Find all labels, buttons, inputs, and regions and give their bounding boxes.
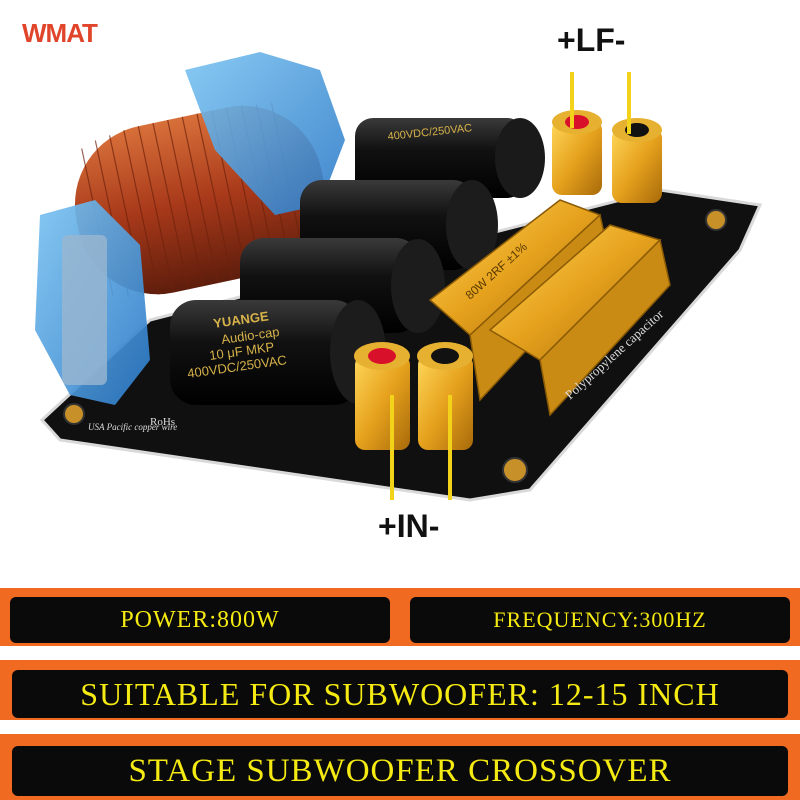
output-terminal-positive [552,110,602,195]
product-title: STAGE SUBWOOFER CROSSOVER [12,746,788,796]
input-terminal-label: +IN- [378,508,440,544]
input-terminal-positive [354,342,410,450]
brand-logo: WMAT [22,18,98,48]
spec-panel: POWER:800W FREQUENCY:300HZ SUITABLE FOR … [0,580,800,800]
suitable-spec: SUITABLE FOR SUBWOOFER: 12-15 INCH [12,670,788,718]
output-terminal-negative [612,118,662,203]
board-text-copper-wire: USA Pacific copper wire [88,422,177,432]
power-resistor-2 [488,224,671,417]
board-text-rohs: RoHs [150,416,175,428]
product-photo: YUANGE Audio-cap 10 μF MKP 400VDC/250VAC… [22,18,763,544]
power-spec: POWER:800W [10,597,390,643]
frequency-spec: FREQUENCY:300HZ [410,597,790,643]
capacitor-back [355,118,545,198]
input-terminal-negative [417,342,473,450]
output-terminal-label: +LF- [557,22,626,58]
